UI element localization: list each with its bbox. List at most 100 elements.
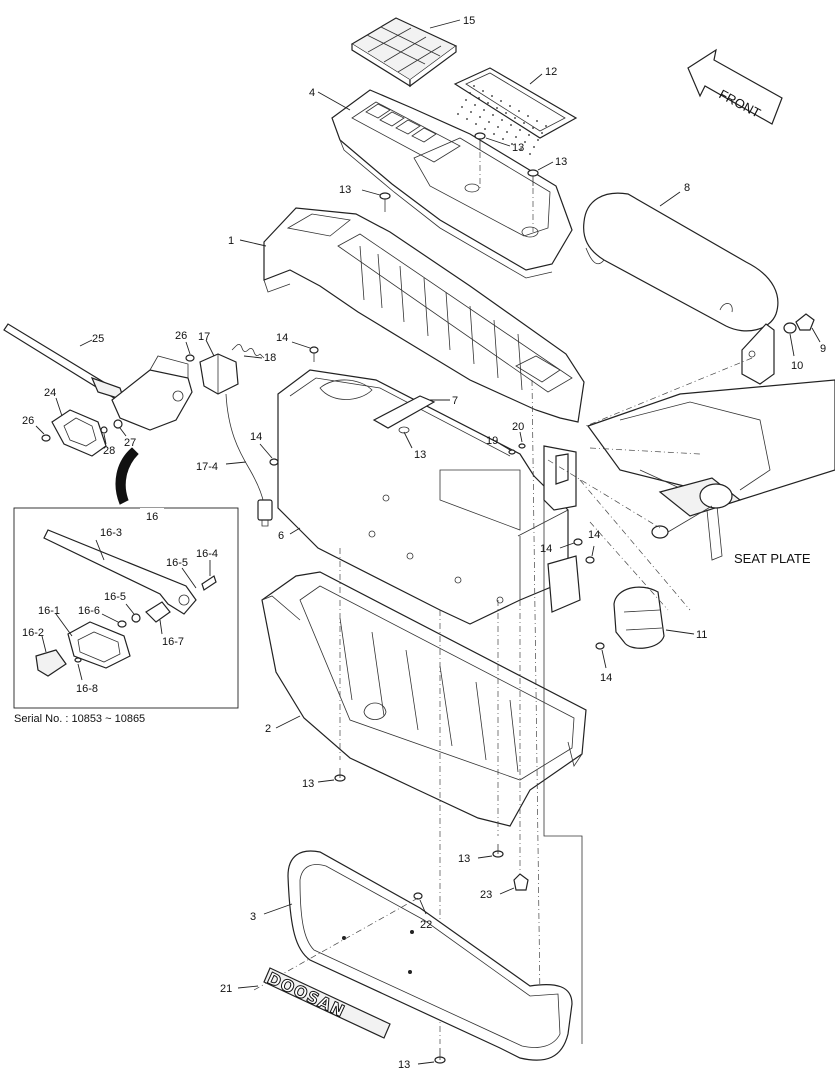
label-7: 7 [452, 395, 458, 407]
mat-perforation [510, 124, 512, 126]
label-14-e: 14 [600, 672, 612, 684]
mat-perforation [497, 126, 499, 128]
label-23: 23 [480, 889, 492, 901]
mat-perforation [545, 125, 547, 127]
screw-14-d [585, 556, 595, 564]
mat-perforation [537, 139, 539, 141]
part-16-8-screw [74, 657, 82, 663]
label-8: 8 [684, 182, 690, 194]
label-17-4: 17-4 [196, 461, 218, 473]
part-16-1-housing [67, 621, 131, 669]
label-9: 9 [820, 343, 826, 355]
mat-perforation [502, 138, 504, 140]
mat-perforation [501, 119, 503, 121]
label-25: 25 [92, 333, 104, 345]
part-2-lower-shell [261, 571, 587, 827]
label-16-3: 16-3 [100, 527, 122, 539]
mat-perforation [482, 90, 484, 92]
mat-perforation [505, 112, 507, 114]
label-21: 21 [220, 983, 232, 995]
doosan-logo-text: DOOSAN [264, 968, 348, 1021]
label-13-d: 13 [414, 449, 426, 461]
label-27: 27 [124, 437, 136, 449]
screw-13-f [492, 844, 504, 858]
mat-perforation [511, 143, 513, 145]
mat-perforation [533, 146, 535, 148]
part-16-4-bolt [201, 575, 217, 591]
label-16-5-a: 16-5 [166, 557, 188, 569]
mat-perforation [474, 104, 476, 106]
mat-perforation [457, 113, 459, 115]
mat-perforation [469, 92, 471, 94]
mat-perforation [519, 129, 521, 131]
part-16-3-lever [43, 529, 197, 615]
part-27-washer [113, 419, 123, 429]
mat-perforation [491, 95, 493, 97]
label-16-4: 16-4 [196, 548, 218, 560]
mat-perforation [473, 85, 475, 87]
mat-perforation [524, 141, 526, 143]
label-16-1: 16-1 [38, 605, 60, 617]
mat-perforation [523, 122, 525, 124]
label-22: 22 [420, 919, 432, 931]
part-12-mat [453, 67, 578, 155]
screw-19 [508, 449, 516, 455]
label-13-b: 13 [555, 156, 567, 168]
part-16-6-screw [117, 620, 127, 628]
mat-perforation [488, 121, 490, 123]
mat-perforation [527, 115, 529, 117]
label-14-a: 14 [276, 332, 288, 344]
part-28-nut [100, 426, 108, 434]
label-3: 3 [250, 911, 256, 923]
mat-perforation [515, 136, 517, 138]
screw-14-c [573, 538, 583, 546]
part-11-knob [613, 586, 665, 649]
mat-perforation [478, 97, 480, 99]
part-10-washer [783, 322, 797, 334]
mat-perforation [509, 105, 511, 107]
mat-perforation [470, 111, 472, 113]
label-2: 2 [265, 723, 271, 735]
seat-plate [547, 379, 835, 561]
label-13-g: 13 [398, 1059, 410, 1071]
label-13-a: 13 [512, 142, 524, 154]
mat-perforation [514, 117, 516, 119]
label-1: 1 [228, 235, 234, 247]
screw-13-b [527, 169, 539, 186]
part-25-lever [3, 323, 125, 401]
mat-perforation [475, 123, 477, 125]
label-11: 11 [696, 629, 707, 641]
screw-14-a [309, 346, 319, 362]
mat-perforation [484, 128, 486, 130]
label-24: 24 [44, 387, 56, 399]
label-17: 17 [198, 331, 210, 343]
detail-arrow [115, 447, 139, 505]
label-20: 20 [512, 421, 524, 433]
part-24-pad [51, 409, 107, 457]
part-22-screw [413, 892, 423, 900]
part-18-spring [231, 344, 265, 359]
mat-perforation [529, 153, 531, 155]
part-17-4-harness [225, 393, 273, 527]
mat-perforation [541, 132, 543, 134]
label-12: 12 [545, 66, 557, 78]
label-13-e: 13 [302, 778, 314, 790]
label-16-6: 16-6 [78, 605, 100, 617]
mat-perforation [496, 107, 498, 109]
part-16-2-cap [35, 649, 67, 677]
part-23-grommet [513, 873, 529, 891]
part-15-switch-panel [350, 17, 458, 88]
label-16-5-b: 16-5 [104, 591, 126, 603]
mat-perforation [520, 148, 522, 150]
part-armrest-mount [585, 323, 775, 427]
mat-perforation [500, 100, 502, 102]
mat-perforation [532, 127, 534, 129]
label-16-7: 16-7 [162, 636, 184, 648]
mat-perforation [528, 134, 530, 136]
label-14-b: 14 [250, 431, 262, 443]
mat-perforation [479, 116, 481, 118]
mat-perforation [487, 102, 489, 104]
label-13-f: 13 [458, 853, 470, 865]
label-15: 15 [463, 15, 475, 27]
